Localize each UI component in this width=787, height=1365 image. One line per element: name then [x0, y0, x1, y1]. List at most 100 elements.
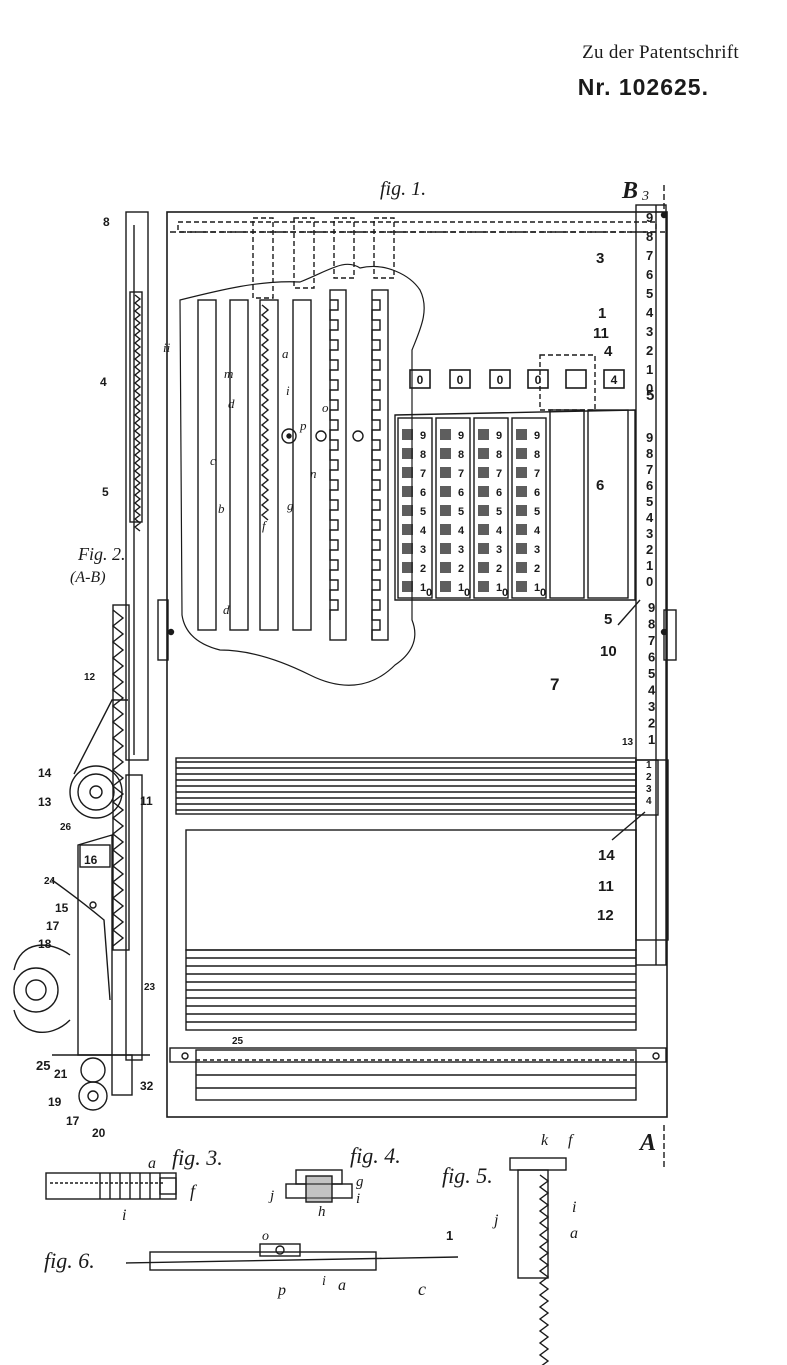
- fig3-letter-a: a: [148, 1155, 156, 1172]
- scale-digit-lower: 6: [648, 650, 655, 665]
- fig5-letter-j: j: [492, 1212, 499, 1229]
- key-digit: 9: [458, 430, 464, 442]
- ref-letter-p: p: [299, 418, 307, 433]
- fig6-letter-c: c: [418, 1279, 426, 1299]
- fig6: [125, 1243, 459, 1271]
- ref-letter-f: f: [262, 518, 268, 533]
- key-square: [440, 448, 451, 459]
- key-digit: 8: [534, 449, 540, 461]
- scale-digit-upper: 4: [646, 305, 654, 320]
- fig4: [285, 1169, 353, 1203]
- result-windows: 0 0 0 0 4: [409, 369, 625, 389]
- key-digit: 4: [534, 525, 541, 537]
- key-square: [516, 524, 527, 535]
- result-window: 0: [489, 369, 511, 389]
- ref-17-low: 17: [66, 1114, 80, 1128]
- fig5-title: fig. 5.: [442, 1163, 493, 1188]
- fig5-letter-k: k: [541, 1132, 549, 1149]
- fig3-title: fig. 3.: [172, 1145, 223, 1170]
- key-digit: 5: [534, 506, 540, 518]
- ref-5-top: 5: [646, 387, 654, 404]
- ref-23: 23: [144, 982, 156, 993]
- key-square: [440, 543, 451, 554]
- key-square: [516, 505, 527, 516]
- key-square: [478, 486, 489, 497]
- fig5-letter-i: i: [572, 1199, 576, 1216]
- fig3-letter-i: i: [122, 1207, 126, 1224]
- dashed-strips: [252, 217, 596, 411]
- result-window: 4: [603, 369, 625, 389]
- key-square: [478, 467, 489, 478]
- key-digit: 3: [458, 544, 464, 556]
- scale-digit-middle: 0: [646, 574, 653, 589]
- key-digit: 2: [496, 563, 502, 575]
- key-square: [478, 505, 489, 516]
- result-window: 0: [527, 369, 549, 389]
- scale-digit-upper: 9: [646, 210, 653, 225]
- section-mark-b-sub: 3: [641, 189, 649, 204]
- fig6-letter-a: a: [338, 1277, 346, 1294]
- key-square: [440, 581, 451, 592]
- notched-racks: [329, 299, 381, 640]
- header-title: Zu der Patentschrift: [582, 42, 739, 63]
- ref-12-fig2: 12: [84, 672, 96, 683]
- key-digit: 9: [496, 430, 502, 442]
- key-square: [402, 467, 413, 478]
- scale-digit-middle: 3: [646, 526, 653, 541]
- roller-upper: [175, 757, 637, 815]
- ref-letter-c: c: [210, 453, 216, 468]
- ref-7: 7: [550, 675, 559, 694]
- scale-digit-upper: 6: [646, 267, 653, 282]
- fig6-letter-o: o: [262, 1229, 269, 1244]
- section-mark-a: A: [638, 1130, 656, 1156]
- ref-4-fig2: 4: [100, 375, 107, 389]
- fig4-letter-g: g: [356, 1174, 364, 1190]
- scale-digit-lower: 3: [648, 699, 655, 714]
- key-digit: 3: [534, 544, 540, 556]
- scale-digit-upper: 1: [646, 362, 653, 377]
- key-digit: 6: [420, 487, 426, 499]
- key-square: [402, 543, 413, 554]
- small-scale-digit: 2: [646, 772, 652, 783]
- bottom-bar: [169, 1047, 667, 1101]
- key-digit-zero: 0: [540, 587, 546, 599]
- ref-16: 16: [84, 853, 98, 867]
- ref-20: 20: [92, 1126, 106, 1140]
- small-scale-digit: 3: [646, 784, 652, 795]
- ref-letter-b: b: [218, 501, 225, 516]
- key-square: [440, 486, 451, 497]
- fig1-title: fig. 1.: [380, 178, 426, 200]
- ref-letter-o: o: [322, 400, 329, 415]
- scale-digit-lower: 2: [648, 716, 655, 731]
- scale-digit-middle: 9: [646, 430, 653, 445]
- key-digit: 2: [458, 563, 464, 575]
- patent-number: Nr. 102625.: [577, 74, 709, 100]
- result-window-digit: 0: [457, 373, 464, 387]
- ref-11-fig1-left: 11: [140, 794, 153, 808]
- result-window: 0: [409, 369, 431, 389]
- key-digit: 4: [420, 525, 427, 537]
- result-window-digit: 0: [497, 373, 504, 387]
- ref-25: 25: [36, 1058, 50, 1073]
- fig5: [509, 1157, 567, 1365]
- key-square: [478, 562, 489, 573]
- ref-13-fig2: 13: [38, 795, 52, 809]
- ref-letter-a: a: [282, 346, 289, 361]
- small-scale-digit: 1: [646, 760, 652, 771]
- scale-digit-upper: 8: [646, 229, 653, 244]
- key-digit: 3: [420, 544, 426, 556]
- scale-digit-middle: 1: [646, 558, 653, 573]
- key-digit: 6: [534, 487, 540, 499]
- scale-digit-middle: 8: [646, 446, 653, 461]
- slide-bars: [197, 289, 389, 641]
- key-square: [516, 448, 527, 459]
- ref-11-low: 11: [598, 878, 614, 895]
- key-square: [516, 429, 527, 440]
- ref-letter-g: g: [287, 498, 294, 513]
- key-digit: 8: [496, 449, 502, 461]
- key-square: [440, 562, 451, 573]
- key-square: [516, 467, 527, 478]
- key-square: [478, 581, 489, 592]
